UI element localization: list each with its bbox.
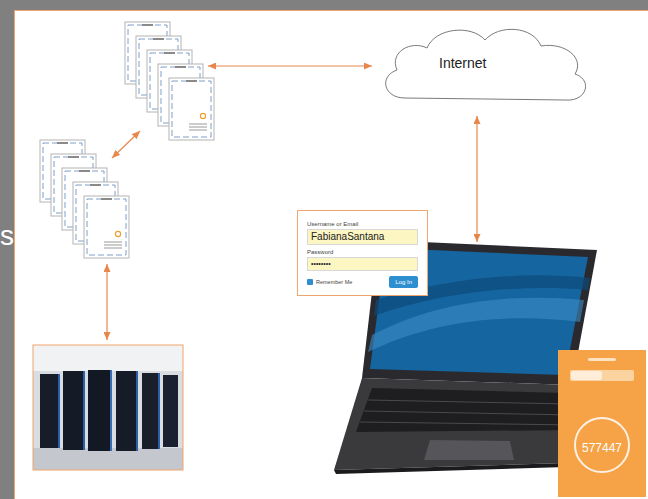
field-label: Password [307,249,418,256]
app-screen [558,350,646,497]
token-code: 577447 [582,441,622,455]
login-form: Username or EmailFabianaSantanaPassword•… [297,210,428,296]
double-arrow [112,131,140,158]
login-button: Log In [389,276,418,288]
checkbox-group: Remember Me [307,278,352,286]
checkbox-label: Remember Me [316,278,352,286]
timer-ring [575,418,629,472]
form-row: •••••••• [307,257,418,275]
double-arrow [476,116,477,242]
form-row: FabianaSantana [307,229,418,249]
double-arrow [106,264,107,340]
server-stack [40,140,129,258]
checkbox [307,279,313,285]
internet-cloud: Internet [375,18,597,112]
password-field: •••••••• [307,257,418,271]
supercomputer-photo [33,345,183,470]
cloud-label: Internet [439,55,486,71]
token-app: 577447 [558,350,646,497]
title-fragment: s [0,222,14,250]
form-row: Remember Me Log In [307,276,418,288]
double-arrow [208,65,372,66]
form-row: Username or Email [307,221,418,229]
active-tab [571,371,602,380]
form-row: Password [307,249,418,257]
cloud-shape [386,29,586,100]
tab-bar [570,370,634,381]
text-field: FabianaSantana [307,229,418,245]
field-label: Username or Email [307,221,418,228]
server-stack [125,22,214,140]
app-title-bar [588,358,616,361]
title-fragment: s [0,222,14,250]
